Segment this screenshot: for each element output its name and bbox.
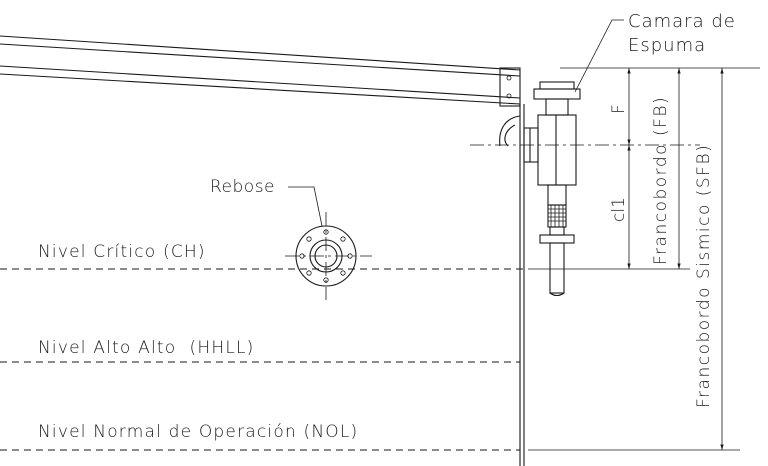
dimension-cl1-label: cl1 — [609, 197, 629, 222]
foam-chamber-label-line2: Espuma — [628, 35, 706, 56]
foam-chamber — [499, 81, 581, 297]
seismic-freeboard-label: Francobordo Sismico (SFB) — [694, 144, 714, 408]
high-high-level-label: Nivel Alto Alto (HHLL) — [38, 338, 255, 358]
overflow-label: Rebose — [210, 177, 275, 197]
dimension-f-label: F — [609, 104, 629, 114]
tank-wall — [519, 104, 525, 466]
freeboard-label: Francobordo (FB) — [651, 96, 671, 265]
critical-level-label: Nivel Crítico (CH) — [38, 242, 206, 262]
roof-beam — [0, 35, 521, 107]
normal-operation-level-label: Nivel Normal de Operación (NOL) — [38, 422, 358, 442]
foam-chamber-label-line1: Camara de — [628, 11, 736, 32]
foam-chamber-leader — [574, 19, 624, 93]
overflow-leader — [288, 186, 323, 227]
overflow-flange — [285, 212, 372, 300]
